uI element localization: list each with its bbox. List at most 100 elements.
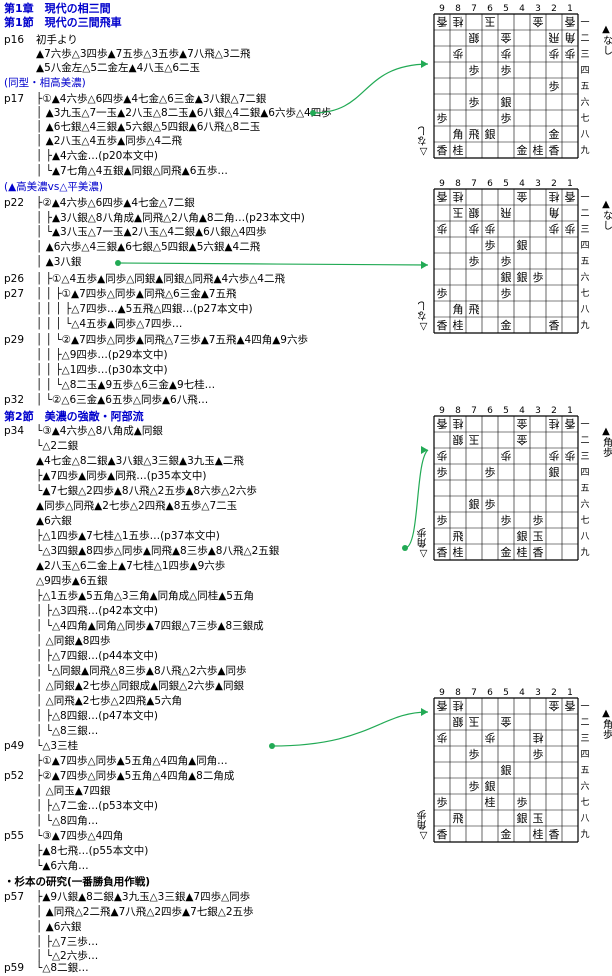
board-piece: 金 (501, 715, 512, 729)
board-piece: 金 (501, 318, 512, 332)
board-col-label: 4 (519, 688, 525, 698)
board-piece: 歩 (533, 270, 544, 284)
board-col-label: 8 (455, 688, 461, 698)
board-piece: 香 (533, 546, 544, 559)
hand-pieces-sente: ▲角歩 (601, 426, 612, 458)
board-row-label: 五 (580, 257, 589, 267)
board-piece: 歩 (533, 513, 544, 527)
board-piece: 香 (437, 190, 448, 203)
board-piece: 歩 (549, 449, 560, 463)
move-line: │ └△4四角▲同角△同歩▲7四銀△7三歩▲8三銀成 (36, 620, 264, 632)
board-piece: 歩 (517, 795, 528, 809)
move-line: │ ▲3八銀 (36, 256, 82, 268)
board-piece: 銀 (469, 497, 480, 511)
board-piece: 玉 (469, 433, 480, 446)
board-piece: 香 (437, 546, 448, 559)
board-piece: 歩 (453, 47, 464, 61)
hand-pieces-gote: △なし (418, 126, 429, 157)
board-piece: 桂 (453, 545, 464, 559)
board-piece: 角 (565, 31, 576, 44)
board-piece: 飛 (453, 812, 464, 825)
board-col-label: 6 (487, 179, 493, 189)
board-piece: 銀 (501, 763, 512, 777)
board-piece: 歩 (485, 497, 496, 511)
page-ref: p26 (4, 273, 25, 285)
move-line: │ │ │ └△4五歩▲同歩△7四歩… (36, 318, 183, 330)
move-line: ▲2八玉△6二金上▲7七桂△1四歩▲9六歩 (36, 560, 226, 572)
move-line: │ └▲7七角△4五銀▲同銀△同飛▲6五歩… (36, 165, 228, 177)
page-ref: p59 (4, 962, 25, 974)
page-ref: p17 (4, 93, 25, 105)
board-piece: 銀 (469, 31, 480, 45)
move-line: ├▲8七飛…(p55本文中) (36, 845, 149, 857)
move-line: ├▲7四歩▲同歩▲同飛…(p35本文中) (36, 470, 207, 482)
hand-pieces-sente: ▲なし (601, 199, 612, 230)
board-piece: 歩 (469, 63, 480, 77)
board-piece: 銀 (549, 465, 560, 479)
board-piece: 飛 (453, 530, 464, 543)
board-piece: 桂 (453, 699, 464, 713)
board-piece: 香 (565, 190, 576, 203)
connector-curve (271, 711, 429, 747)
board-col-label: 7 (471, 4, 477, 14)
board-piece: 角 (549, 206, 560, 219)
board-col-label: 8 (455, 179, 461, 189)
move-line: │ └▲3八玉△7一玉▲2八玉△4二銀▲6八銀△4四歩 (36, 226, 267, 238)
board-piece: 銀 (517, 270, 528, 284)
board-piece: 玉 (533, 812, 544, 825)
board-piece: 歩 (501, 449, 512, 463)
move-line: ├▲9八銀▲8二銀▲3九玉△3三銀▲7四歩△同歩 (36, 891, 251, 903)
board-row-label: 一 (580, 18, 589, 28)
board-piece: 金 (501, 827, 512, 841)
board-piece: 銀 (517, 238, 528, 252)
move-line: │ │ │ ├△7四歩…▲5五飛△四銀…(p27本文中) (36, 303, 253, 315)
board-piece: 歩 (469, 222, 480, 236)
move-line: 初手より (36, 34, 78, 46)
move-line: △9四歩▲6五銀 (36, 575, 108, 587)
move-line: │ ├△7三歩… (36, 936, 99, 948)
board-piece: 桂 (517, 545, 528, 559)
page-ref: p22 (4, 197, 25, 209)
board-piece: 金 (533, 15, 544, 29)
connector-dot (269, 743, 275, 749)
page-ref: p16 (4, 34, 25, 46)
board-piece: 角 (453, 303, 464, 316)
move-line: ├②▲4六歩△6四歩▲4七金△7二銀 (36, 197, 195, 209)
board-piece: 桂 (533, 731, 544, 745)
board-piece: 歩 (501, 254, 512, 268)
board-piece: 歩 (565, 222, 576, 236)
board-col-label: 1 (567, 406, 573, 416)
page-ref: p49 (4, 740, 25, 752)
board-piece: 歩 (501, 286, 512, 300)
move-line: └△3三桂 (36, 740, 79, 752)
board-row-label: 二 (580, 34, 589, 44)
board-piece: 歩 (565, 449, 576, 463)
move-line: │ ▲6六銀 (36, 921, 82, 933)
board-row-label: 八 (580, 532, 589, 542)
move-line: ▲4七金△8二銀▲3八銀△3三銀▲3九玉▲二飛 (36, 455, 244, 467)
board-piece: 歩 (469, 95, 480, 109)
board-col-label: 2 (551, 406, 557, 416)
section1-title: 第1節 現代の三間飛車 (4, 16, 122, 29)
board-piece: 金 (517, 433, 528, 447)
board-col-label: 5 (503, 688, 509, 698)
board-row-label: 五 (580, 82, 589, 92)
board-piece: 飛 (501, 206, 512, 219)
move-line: │ └△8三銀… (36, 725, 99, 737)
connector-dot (115, 260, 121, 266)
board-piece: 香 (437, 828, 448, 841)
board-col-label: 2 (551, 179, 557, 189)
board-col-label: 9 (439, 406, 445, 416)
board-row-label: 五 (580, 484, 589, 494)
board-piece: 金 (501, 31, 512, 45)
move-line: └③▲7四歩△4四角 (36, 830, 124, 842)
board-piece: 歩 (437, 731, 448, 745)
board-row-label: 八 (580, 814, 589, 824)
board-row-label: 七 (580, 515, 589, 526)
move-line: │ │ └②▲7四歩△同歩▲同飛△7三歩▲7五飛▲4四角▲9六歩 (36, 334, 308, 346)
page-ref: p27 (4, 288, 25, 300)
board-row-label: 九 (580, 829, 589, 840)
move-line: │ ▲6七銀△4三銀▲5六銀△5四銀▲6八飛△8二玉 (36, 121, 261, 133)
board-piece: 歩 (549, 79, 560, 93)
